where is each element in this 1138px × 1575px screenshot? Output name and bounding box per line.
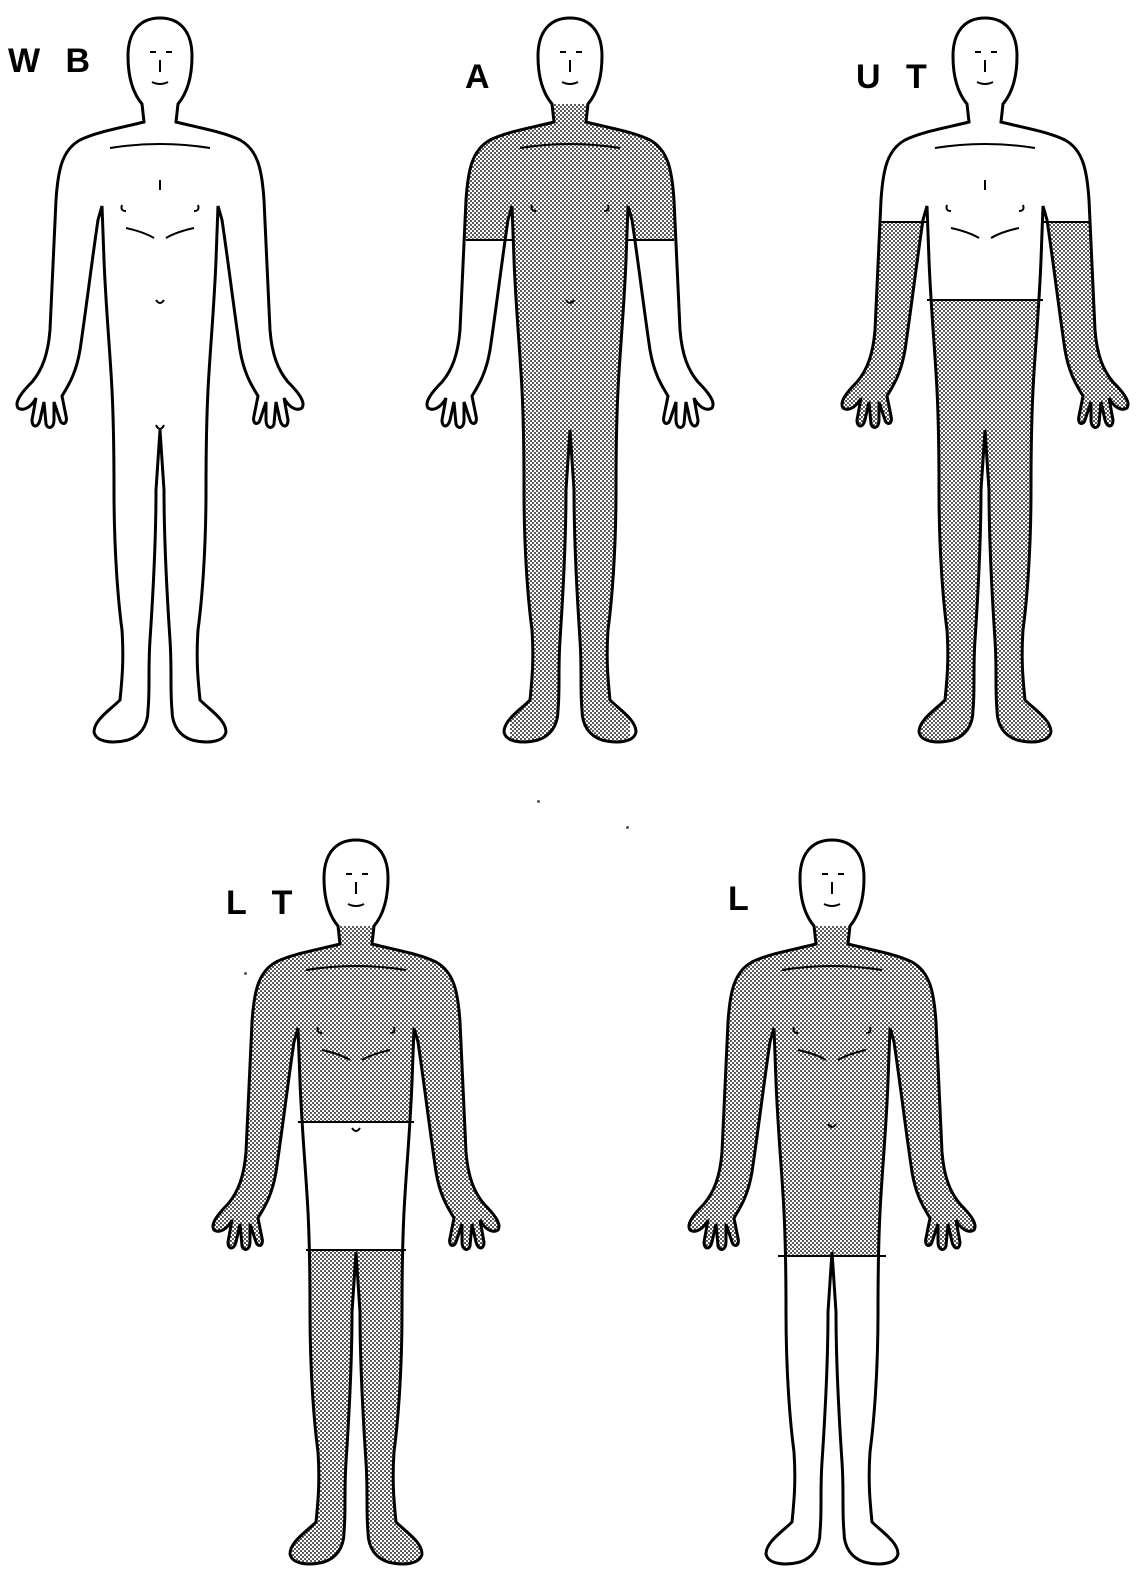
figure-ut	[835, 10, 1135, 750]
shade-a-upper-arms-left	[460, 140, 520, 240]
speck	[244, 972, 247, 975]
shade-l-upper-body	[682, 926, 982, 1256]
shade-a-body-legs	[510, 250, 630, 760]
speck	[626, 826, 629, 829]
figure-lt	[206, 832, 506, 1572]
figure-l	[682, 832, 982, 1572]
figure-wb	[10, 10, 310, 750]
figure-a	[420, 10, 720, 750]
speck	[537, 800, 540, 803]
